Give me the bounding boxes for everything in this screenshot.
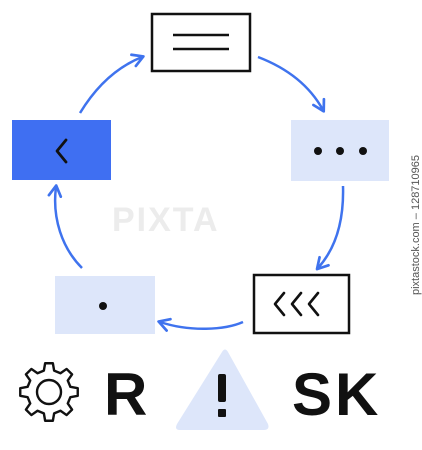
- right-box: [291, 120, 389, 181]
- word-letters-sk: SK: [292, 361, 382, 428]
- watermark: PIXTA: [112, 201, 220, 239]
- cycle-arrow-left-up: [47, 184, 83, 269]
- triple-chevron-left-icon: [273, 291, 320, 317]
- cycle-arrow-top-right: [257, 55, 326, 113]
- bottom-right-box: [252, 273, 351, 335]
- dot-icon: [336, 147, 344, 155]
- menu-lines-icon: [173, 33, 229, 51]
- word-letter-r: R: [104, 361, 149, 428]
- dot-icon: [314, 147, 322, 155]
- gear-icon: [19, 362, 79, 422]
- stock-credit: pixtastock.com – 128710965: [410, 154, 422, 296]
- warning-icon: [176, 349, 269, 430]
- cycle-arrow-bottom: [157, 317, 244, 332]
- cycle-arrow-right-down: [315, 185, 345, 271]
- left-box: [12, 120, 111, 180]
- top-box: [150, 12, 252, 73]
- chevron-left-icon: [55, 138, 68, 164]
- dot-icon: [99, 302, 107, 310]
- dot-icon: [359, 147, 367, 155]
- cycle-arrow-left-top: [78, 53, 145, 114]
- bottom-left-box: [55, 276, 155, 334]
